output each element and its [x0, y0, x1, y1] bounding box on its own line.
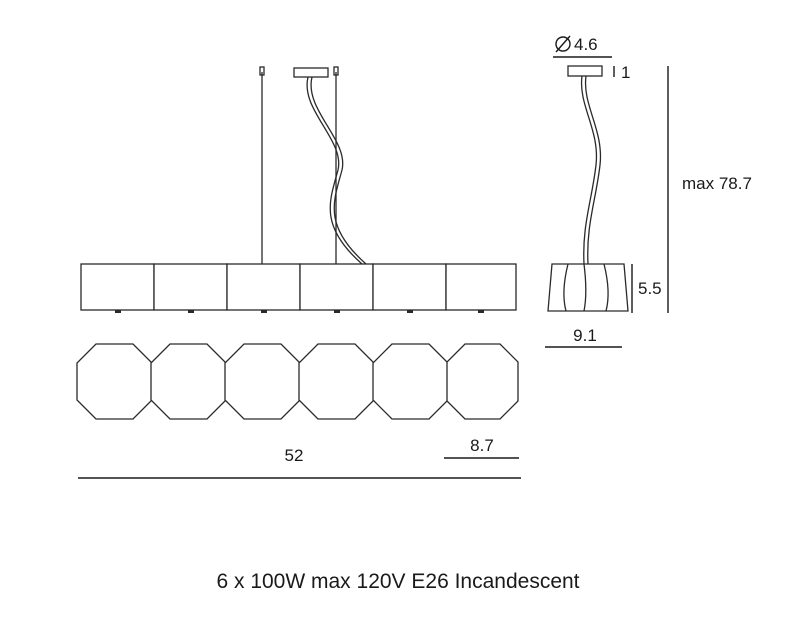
side-shade [547, 263, 629, 312]
bulb-tip [261, 310, 267, 313]
side-power-cord [580, 75, 598, 265]
side-view: 4.6 1 5.5 max 78.7 9.1 [545, 35, 752, 348]
top-shade-octagon [372, 343, 449, 420]
side-shade-facet [563, 263, 569, 312]
specification-caption: 6 x 100W max 120V E26 Incandescent [216, 570, 579, 593]
shade-depth-label: 8.7 [470, 436, 494, 455]
front-shade [299, 263, 374, 311]
front-shade [372, 263, 447, 311]
front-shade [80, 263, 155, 311]
front-power-cord-b [310, 76, 367, 265]
bulb-tip [115, 310, 121, 313]
front-shade [226, 263, 301, 311]
overall-height-label: max 78.7 [682, 174, 752, 193]
left-cable-anchor [259, 66, 265, 76]
front-shade [445, 263, 517, 311]
canopy-diameter-label: 4.6 [574, 35, 598, 54]
shade-height-label: 5.5 [638, 279, 662, 298]
front-shade [153, 263, 228, 311]
bulb-tip [407, 310, 413, 313]
top-view [76, 343, 519, 420]
front-power-cord [306, 76, 363, 265]
side-shade-facet [603, 263, 609, 312]
bulb-tip [478, 310, 484, 313]
front-shades [80, 263, 517, 313]
diameter-symbol-icon [555, 35, 571, 53]
side-shade-facet [583, 263, 587, 312]
overall-length-label: 52 [285, 446, 304, 465]
bulb-tip [334, 310, 340, 313]
top-shade-octagon [150, 343, 227, 420]
top-shade-octagon [446, 343, 519, 420]
canopy-height-label: 1 [621, 63, 630, 82]
side-power-cord-b [584, 75, 602, 265]
right-cable-anchor [333, 66, 339, 76]
bulb-tip [188, 310, 194, 313]
top-shade-octagon [224, 343, 301, 420]
top-shade-octagon [298, 343, 375, 420]
side-canopy [567, 65, 603, 77]
shade-width-label: 9.1 [573, 326, 597, 345]
top-shade-octagon [76, 343, 153, 420]
front-canopy [293, 67, 329, 78]
front-view [80, 66, 517, 313]
